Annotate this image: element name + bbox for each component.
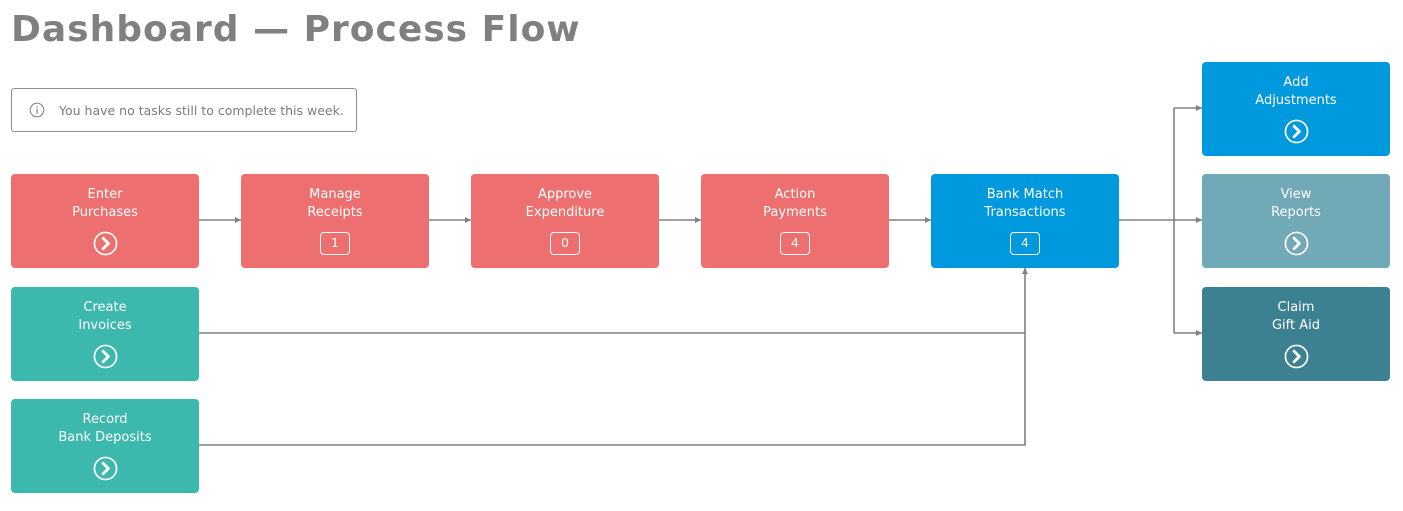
tile-claim-gift-aid[interactable]: Claim Gift Aid [1202, 287, 1390, 381]
connector-invoices-to-bank-match [199, 268, 1028, 334]
count-badge: 1 [320, 232, 350, 255]
chevron-right-circle-icon[interactable] [1284, 119, 1309, 144]
tile-label: Claim Gift Aid [1271, 300, 1321, 333]
tile-action-payments[interactable]: Action Payments 4 [701, 174, 889, 268]
chevron-right-circle-icon[interactable] [93, 456, 118, 481]
task-notice: You have no tasks still to complete this… [11, 88, 357, 132]
tile-label: Add Adjustments [1255, 75, 1337, 108]
connector-deposits-to-bank-match [199, 333, 1026, 446]
page-title: Dashboard — Process Flow [11, 9, 581, 50]
count-badge: 0 [550, 232, 580, 255]
chevron-right-circle-icon[interactable] [1284, 231, 1309, 256]
chevron-right-circle-icon[interactable] [1284, 344, 1309, 369]
notice-text: You have no tasks still to complete this… [59, 102, 344, 118]
tile-enter-purchases[interactable]: Enter Purchases [11, 174, 199, 268]
tile-label: Action Payments [763, 187, 827, 220]
tile-bank-match-transactions[interactable]: Bank Match Transactions 4 [931, 174, 1119, 268]
chevron-right-circle-icon[interactable] [93, 231, 118, 256]
tile-approve-expenditure[interactable]: Approve Expenditure 0 [471, 174, 659, 268]
tile-label: Manage Receipts [307, 187, 363, 220]
count-badge: 4 [780, 232, 810, 255]
tile-record-bank-deposits[interactable]: Record Bank Deposits [11, 399, 199, 493]
count-badge: 4 [1010, 232, 1040, 255]
tile-label: Record Bank Deposits [58, 412, 152, 445]
tile-label: Enter Purchases [72, 187, 138, 220]
tile-add-adjustments[interactable]: Add Adjustments [1202, 62, 1390, 156]
tile-view-reports[interactable]: View Reports [1202, 174, 1390, 268]
info-icon [29, 102, 45, 118]
tile-label: View Reports [1271, 187, 1321, 220]
tile-create-invoices[interactable]: Create Invoices [11, 287, 199, 381]
tile-label: Approve Expenditure [525, 187, 605, 220]
tile-label: Bank Match Transactions [984, 187, 1066, 220]
tile-manage-receipts[interactable]: Manage Receipts 1 [241, 174, 429, 268]
chevron-right-circle-icon[interactable] [93, 344, 118, 369]
tile-label: Create Invoices [78, 300, 132, 333]
